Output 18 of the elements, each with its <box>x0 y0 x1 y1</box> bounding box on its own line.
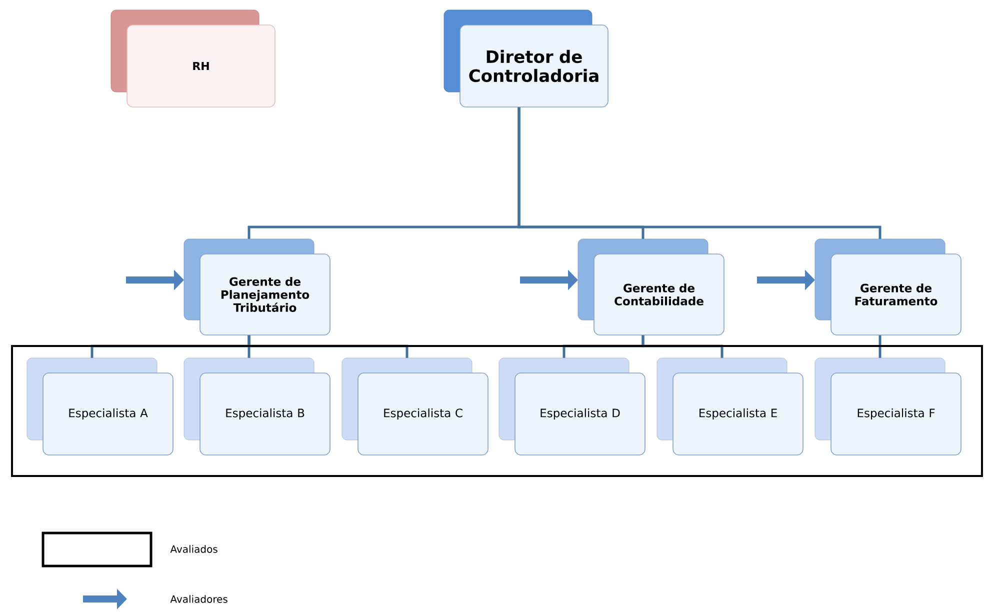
connector-line <box>518 106 882 239</box>
specialist-box: Especialista C <box>342 358 488 456</box>
manager-box: Gerente de Faturamento <box>814 238 962 336</box>
connector-line <box>248 334 408 358</box>
department-box: RH <box>110 10 276 108</box>
manager-box: Gerente de Contabilidade <box>578 238 724 336</box>
director-box: Diretor de Controladoria <box>444 10 608 108</box>
legend-label: Avaliadores <box>170 595 228 603</box>
specialist-box: Especialista A <box>26 358 174 456</box>
specialist-box: Especialista B <box>184 358 330 456</box>
specialist-box: Especialista D <box>498 358 646 456</box>
connector-line <box>878 334 882 358</box>
connector-line <box>642 334 724 358</box>
specialist-box: Especialista F <box>814 358 962 456</box>
group-frame <box>11 345 983 477</box>
legend-label: Avaliados <box>170 545 218 553</box>
manager-box: Gerente de Planejamento Tributário <box>184 238 330 336</box>
specialist-box: Especialista E <box>656 358 804 456</box>
